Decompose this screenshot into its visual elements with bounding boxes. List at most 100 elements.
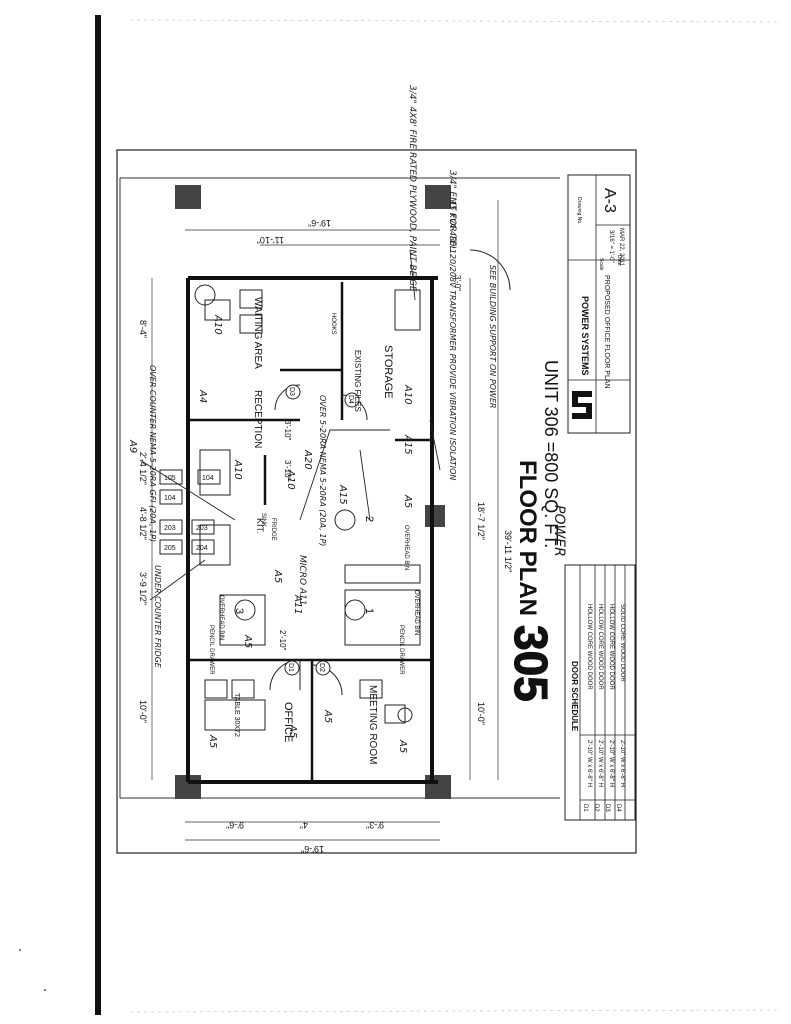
handwritten-annotations: A10 A10 A10 A10 A5 A5 A5 A5 A5 A5 A5 A11… (127, 85, 567, 753)
door-row-type: SOLID CORE WOOD DOOR (619, 604, 625, 682)
fixture-pencil-drawer: PENCIL DRAWER (208, 625, 214, 675)
hw-note: A5 (402, 494, 413, 508)
hw-note-micro: MICRO A11 (297, 555, 307, 606)
fixture-overhead-bin: OVERHEAD BIN (413, 590, 419, 635)
door-schedule: DOOR SCHEDULE D1 2'-10" W x 6'-8" H HOLL… (564, 564, 636, 821)
door-tag-d1: D1 (287, 663, 294, 672)
dim-left-2: 2'-4 1/2" (138, 452, 148, 485)
annotation-leaders (139, 249, 441, 601)
dim-bottom-1: 9'-6" (226, 820, 244, 830)
cubicle-2: 2 (363, 516, 375, 522)
binding-edge (95, 15, 101, 1015)
hw-note: A10 (212, 314, 223, 335)
fixture-sink: SINK (260, 513, 266, 527)
dimension-lines (151, 200, 499, 841)
door-tag-markers (284, 384, 360, 676)
room-labels: WAITING AREA RECEPTION STORAGE EXISTING … (233, 297, 394, 764)
dim-left-5: 10'-0" (138, 700, 148, 723)
plan-unit-label: UNIT 306 =800 SQ. FT. (541, 360, 561, 548)
dim-top-overall: 19'-6" (308, 218, 331, 228)
hw-note-transformer: 15 KVA 480:120/208V TRANSFORMER PROVIDE … (448, 200, 457, 480)
hw-note: A10 (285, 469, 296, 490)
door-row-type: HOLLOW CORE WOOD DOOR (586, 604, 592, 690)
door-row-tag: D1 (582, 804, 588, 812)
tb-scale-label: Scale (598, 258, 604, 271)
fixture-hooks: HOOKS (330, 313, 336, 335)
plan-title: FLOOR PLAN (514, 460, 541, 616)
hw-note: A4 (197, 389, 208, 403)
door-row-size: 2'-10" W x 6'-8" H (619, 740, 625, 787)
hw-note: A11 (292, 594, 303, 615)
dim-right-2: 39'-11 1/2" (503, 530, 513, 572)
hw-note: A5 (287, 724, 298, 738)
panel-number: 104 (202, 475, 214, 482)
dim-right-3: 10'-0" (476, 702, 486, 725)
door-row-type: HOLLOW CORE WOOD DOOR (608, 604, 614, 690)
hw-note-plywood: 3/4" 4X8' FIRE RATED PLYWOOD, PAINT BEIG… (407, 85, 417, 292)
room-storage: STORAGE (382, 345, 394, 399)
cubicle-1: 1 (363, 608, 375, 614)
door-row-size: 2'-10" W x 6'-8" H (586, 740, 592, 787)
hw-note-support: SEE BUILDING SUPPORT ON POWER (488, 265, 497, 408)
dim-inner-2: 2'-10" (278, 630, 287, 651)
hw-note-counter-outlet: OVER COUNTER NEMA 5-20RA GFI (20A, 1P) (148, 365, 157, 542)
door-tag-d3: D3 (288, 387, 295, 396)
fixture-overhead-bin: OVERHEAD BIN (403, 525, 409, 570)
dim-right-4: 3'-0" (453, 275, 462, 291)
drawing-border (116, 149, 637, 854)
dim-top-partial: 11'-10" (257, 235, 284, 245)
room-meeting: MEETING ROOM (367, 685, 378, 764)
hw-note: A5 (272, 569, 283, 583)
furniture (194, 284, 421, 731)
door-row-tag: D3 (604, 804, 610, 812)
panel-number: 203 (164, 525, 176, 532)
dim-bottom-3: 9'-3" (366, 820, 384, 830)
hw-note-outlet: OVER 5-20RA NEMA 5-20RA (20A, 1P) (318, 395, 327, 546)
door-row-tag: D2 (593, 804, 599, 812)
panel-number: 203 (196, 525, 208, 532)
hw-note: A10 (402, 384, 413, 405)
title-block: POWER SYSTEMS PROPOSED OFFICE FLOOR PLAN… (567, 174, 631, 434)
interior-partitions (188, 282, 432, 782)
dim-left-3: 4'-8 1/2" (138, 507, 148, 540)
hw-note: A5 (242, 634, 253, 648)
room-table: TABLE 30X72 (233, 693, 240, 737)
door-tag-d4: D4 (347, 395, 354, 404)
cubicle-numbers: 1 2 3 (233, 516, 375, 614)
tb-scale: 3/16" = 1'-0" (608, 230, 614, 263)
dim-bottom-2: 4" (300, 820, 308, 830)
hw-note: A20 (302, 449, 313, 470)
fixture-labels: PENCIL DRAWER PENCIL DRAWER OVERHEAD BIN… (208, 313, 419, 675)
company-logo-icon (572, 391, 592, 419)
hw-note: A5 (322, 709, 333, 723)
dim-left-4: 3'-9 1/2" (138, 572, 148, 605)
door-row-type: HOLLOW CORE WOOD DOOR (597, 604, 603, 690)
dim-inner-3: 3'-10" (283, 460, 292, 481)
room-reception: RECEPTION (252, 390, 263, 448)
tb-sheet-number: A-3 (601, 188, 618, 213)
adjacent-unit-number: 305 (505, 625, 557, 702)
hw-note: A15 (402, 434, 413, 455)
door-tag-d2: D2 (318, 663, 325, 672)
door-row-size: 2'-10" W x 6'-8" H (597, 740, 603, 787)
room-waiting: WAITING AREA (252, 297, 263, 369)
hw-note: A10 (232, 459, 243, 480)
tb-company: POWER SYSTEMS (580, 296, 590, 376)
panel-number: 205 (164, 545, 176, 552)
dim-left-1: 8'-4" (138, 320, 148, 338)
door-swings (269, 249, 511, 696)
door-row-size: 2'-10" W x 6'-8" H (608, 740, 614, 787)
tb-date-label: Date (616, 255, 622, 266)
hw-note: A15 (337, 484, 348, 505)
hw-note-emt: 3/4" EMT FOR TEL (447, 170, 457, 251)
panel-number: 204 (196, 545, 208, 552)
fixture-overhead-bin: OVERHEAD BIN (218, 595, 224, 640)
room-existing-files: EXISTING FILES (353, 350, 362, 412)
fixture-fridge: FRIDGE (270, 518, 276, 541)
hw-note: A9 (127, 439, 138, 453)
panel-number: 104 (164, 495, 176, 502)
panel-boxes (159, 469, 221, 555)
room-office: OFFICE (282, 702, 294, 742)
dim-inner-1: 3'-10" (283, 420, 292, 441)
